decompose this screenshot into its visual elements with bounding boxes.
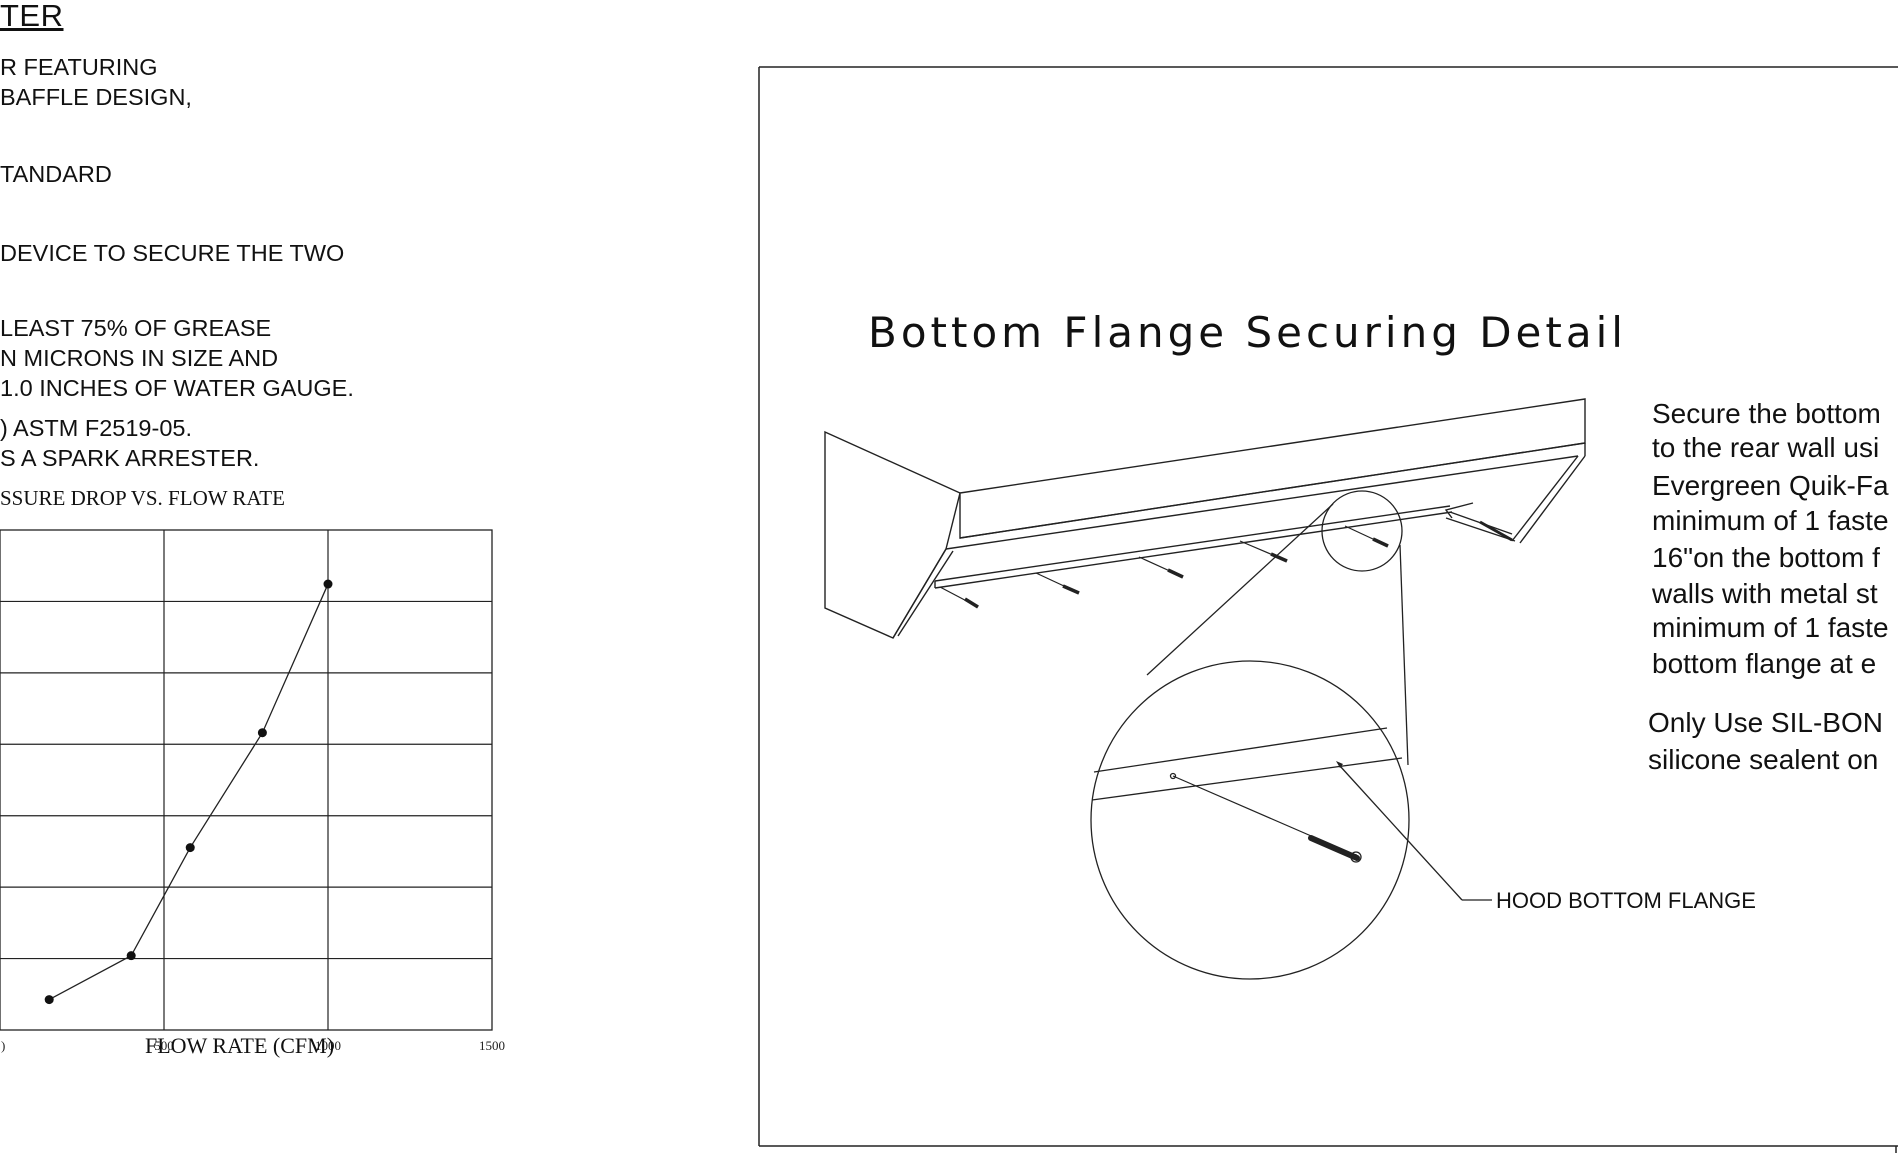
note-line: Evergreen Quik-Fa [1652, 470, 1889, 501]
spec-line: 1.0 INCHES OF WATER GAUGE. [0, 375, 354, 401]
x-tick-label: 1000 [315, 1038, 341, 1053]
chart-title: SSURE DROP VS. FLOW RATE [0, 486, 285, 510]
spec-line: S A SPARK ARRESTER. [0, 445, 260, 471]
detail-title: Bottom Flange Securing Detail [868, 308, 1627, 357]
data-point [257, 728, 267, 738]
note-line: walls with metal st [1652, 578, 1878, 609]
pressure-flow-chart: 500 1000 1500) [0, 529, 505, 1053]
spec-line: TANDARD [0, 161, 112, 187]
spec-line: LEAST 75% OF GREASE [0, 315, 272, 341]
spec-line: BAFFLE DESIGN, [0, 84, 192, 110]
note-line: Secure the bottom [1652, 398, 1881, 429]
note-line: Only Use SIL-BON [1648, 707, 1883, 738]
spec-line: DEVICE TO SECURE THE TWO [0, 240, 345, 266]
spec-line: R FEATURING [0, 54, 158, 80]
x-axis-label: FLOW RATE (CFM) [145, 1033, 335, 1058]
detail-zoom [1090, 490, 1492, 980]
x-tick-label: 500 [154, 1038, 174, 1053]
note-line: 16"on the bottom f [1652, 542, 1880, 573]
spec-line: ) ASTM F2519-05. [0, 415, 192, 441]
chart-series [44, 579, 333, 1005]
note-line: silicone sealent on [1648, 744, 1879, 775]
note-line: bottom flange at e [1652, 648, 1877, 679]
chart-grid [0, 529, 493, 1031]
arrowhead [1336, 761, 1343, 768]
x-tick-label: 1500 [479, 1038, 505, 1053]
note-line: minimum of 1 faste [1652, 505, 1889, 536]
callout-label: HOOD BOTTOM FLANGE [1496, 888, 1756, 913]
spec-title: TER [0, 0, 64, 33]
note-line: to the rear wall usi [1652, 432, 1880, 463]
hood-isometric [824, 398, 1586, 639]
plot-frame [0, 529, 493, 1031]
chart-ticks: 500 1000 1500) [1, 1038, 505, 1053]
spec-line: N MICRONS IN SIZE AND [0, 345, 279, 371]
screw-marks [939, 525, 1389, 609]
note-line: minimum of 1 faste [1652, 612, 1889, 643]
data-point [44, 995, 54, 1005]
data-point [126, 951, 136, 961]
x-tick-label: ) [1, 1038, 5, 1053]
data-point [185, 843, 195, 853]
data-point [323, 579, 333, 589]
series-line [48, 583, 329, 1001]
